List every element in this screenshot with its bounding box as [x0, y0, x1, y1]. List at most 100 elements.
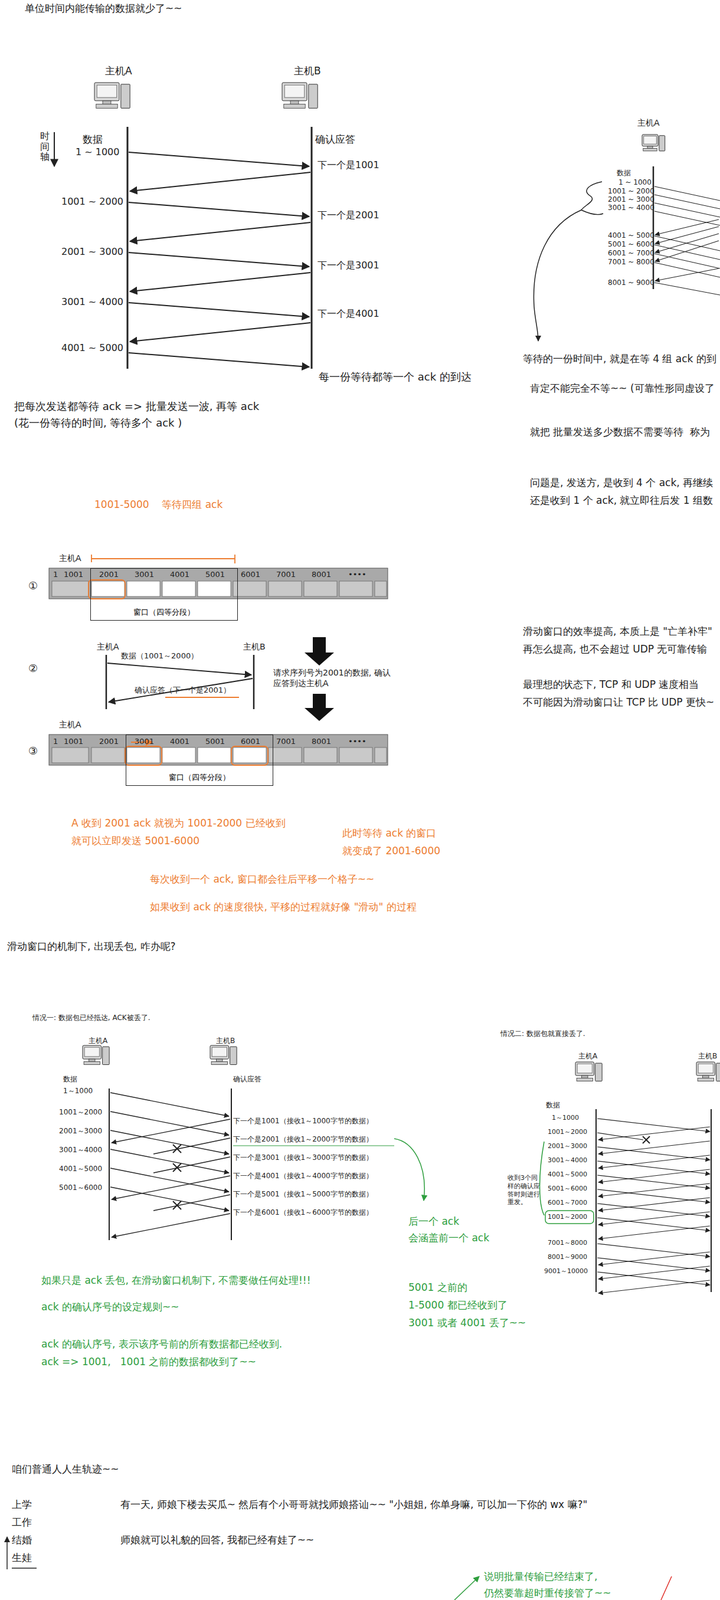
arrow-line: [111, 1119, 231, 1144]
note-text: 会涵盖前一个 ack: [408, 1232, 490, 1245]
note-text: 确认应答: [315, 133, 356, 146]
computer-icon: [211, 1061, 228, 1065]
arrow-line: [597, 1161, 710, 1175]
arrow-line: [598, 1252, 710, 1266]
computer-icon: [89, 1059, 96, 1062]
arrow-line: [652, 166, 655, 290]
note-text: 5001 ~ 6000: [607, 240, 655, 250]
note-text: 就变成了 2001-6000: [342, 845, 441, 858]
cell: [268, 581, 302, 597]
arrow-line: [654, 253, 720, 269]
note-text: 主机A: [96, 642, 120, 653]
computer-icon: [102, 100, 111, 105]
arrow-line: [110, 1092, 229, 1117]
arrow-line: [110, 1149, 229, 1174]
note-text: 数据: [82, 133, 103, 146]
note-text: 主机A: [578, 1052, 598, 1062]
window-label: 窗口（四等分段）: [126, 772, 273, 784]
arrow-line: [598, 1198, 710, 1212]
lost-mark: [172, 1144, 182, 1154]
green-circle: [545, 1211, 594, 1224]
note-text: 下一个是1001（接收1～1000字节的数据）: [233, 1117, 373, 1127]
note-text: 确认应答（下一个是2001）: [134, 685, 231, 696]
note-text: 上学: [11, 1499, 32, 1512]
note-text: 4001～5000: [59, 1164, 103, 1174]
note-text: 8001: [311, 570, 332, 580]
arrow-line: [654, 244, 720, 260]
note-text: 主机B: [243, 642, 266, 653]
cell: [162, 747, 196, 764]
arrow-line: [110, 1111, 229, 1136]
note-text: 问题是, 发送方, 是收到 4 个 ack, 再继续: [529, 476, 713, 490]
note-text: 主机B: [698, 1052, 718, 1062]
note-text: 5001～6000: [59, 1183, 103, 1193]
note-text: 1～1000: [63, 1087, 93, 1096]
cell: [303, 581, 337, 597]
note-text: 5001: [205, 570, 225, 580]
down-arrow: [304, 694, 335, 722]
note-text: 4001～5000: [547, 1170, 588, 1180]
note-text: 主机A: [59, 553, 82, 565]
arrow-line: [128, 152, 310, 167]
note-text: 1001: [63, 570, 84, 580]
arrow-line: [595, 1109, 597, 1293]
down-arrow: [304, 637, 335, 666]
note-text: 数据（1001～2000）: [120, 651, 199, 661]
note-text: 2001 ~ 3000: [61, 246, 124, 258]
computer-icon: [577, 1064, 592, 1074]
cell: [91, 581, 125, 597]
note-text: 1001-5000 等待四组 ack: [94, 498, 223, 512]
arrow-line: [654, 186, 720, 201]
note-text: 5001 之前的: [408, 1281, 468, 1295]
arrow-line: [110, 1187, 229, 1212]
computer-icon: [643, 148, 657, 152]
note-text: 7001～8000: [547, 1239, 588, 1248]
computer-icon: [94, 82, 120, 101]
note-text: 主机A: [88, 1036, 108, 1046]
note-text: 每次收到一个 ack, 窗口都会往后平移一个格子~~: [149, 873, 375, 886]
arrow-line: [597, 1189, 710, 1203]
computer-icon: [283, 103, 306, 108]
note-text: 下一个是4001（接收1～4000字节的数据）: [233, 1172, 373, 1181]
computer-icon: [581, 1075, 589, 1079]
note-text: 数据: [63, 1075, 78, 1085]
cell: [51, 581, 89, 597]
arrow-line: [108, 1088, 110, 1241]
arrow-line: [655, 240, 719, 262]
note-text: 7001: [276, 570, 296, 580]
note-text: 2001: [99, 737, 119, 747]
note-text: A 收到 2001 ack 就视为 1001-2000 已经收到: [71, 817, 286, 830]
arrow-line: [253, 655, 255, 710]
note-text: 3001 ~ 4000: [61, 296, 124, 309]
arrow-line: [126, 126, 129, 369]
underline: [11, 1568, 37, 1570]
note-text: 4001 ~ 5000: [61, 342, 124, 355]
computer-icon: [595, 1063, 603, 1082]
arrow-line: [597, 1218, 710, 1232]
freehand-stroke: [533, 210, 582, 342]
note-text: 确认应答: [233, 1075, 262, 1085]
lost-mark: [172, 1163, 182, 1173]
arrow-line: [598, 1212, 710, 1226]
note-text: ①: [28, 579, 38, 594]
note-text: 有一天, 师娘下楼去买瓜~ 然后有个小哥哥就找师娘搭讪~~ "小姐姐, 你单身嘛…: [120, 1499, 588, 1512]
note-text: 2001～3000: [59, 1127, 103, 1137]
note-text: 下一个是1001: [317, 159, 380, 172]
note-text: 6001: [240, 570, 261, 580]
cell: [233, 747, 267, 764]
note-text: 下一个是2001（接收1～2000字节的数据）: [233, 1135, 373, 1145]
note-text: 不可能因为滑动窗口让 TCP 比 UDP 更快~: [522, 696, 715, 709]
note-text: 5001～6000: [547, 1185, 588, 1194]
computer-icon: [575, 1062, 595, 1076]
note-text: 2001 ~ 3000: [607, 195, 655, 205]
computer-icon: [210, 1045, 229, 1060]
note-text: 1: [53, 737, 58, 747]
arrow-line: [654, 203, 720, 218]
arrow-line: [654, 282, 720, 296]
computer-icon: [659, 135, 666, 152]
note-text: 主机B: [216, 1036, 235, 1046]
note-text: 下一个是3001（接收1～3000字节的数据）: [233, 1153, 373, 1163]
note-text: 此时等待 ack 的窗口: [342, 827, 437, 840]
note-text: 如果只是 ack 丢包, 在滑动窗口机制下, 不需要做任何处理!!!: [41, 1274, 311, 1288]
